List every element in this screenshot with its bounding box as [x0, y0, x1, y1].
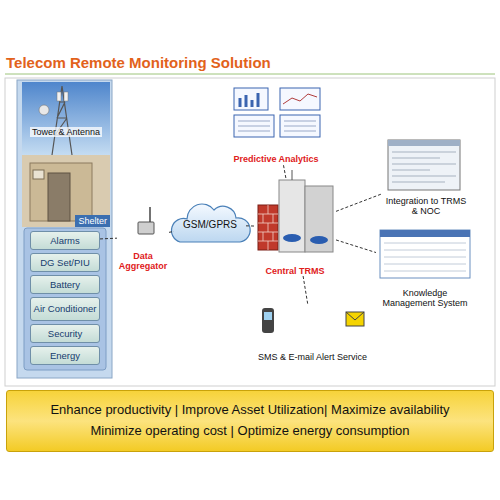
node-label: Central TRMS [265, 266, 324, 276]
node-label: Shelter [75, 215, 110, 227]
line-chart [283, 94, 317, 104]
aggregator-device [138, 222, 154, 234]
node-label: Air Conditioner [34, 304, 97, 314]
network-cloud: GSM/GPRS [174, 198, 246, 252]
node-label: Alarms [50, 236, 80, 246]
node-label: Knowledge Management System [376, 288, 474, 308]
title-rule [5, 74, 495, 75]
server-antenna [292, 170, 293, 180]
antenna-panel [57, 92, 61, 101]
dashed-link [100, 238, 117, 240]
alert-node: SMS & E-mail Alert Service [250, 304, 375, 362]
firewall-bricks [258, 205, 278, 250]
node-label: Battery [50, 280, 80, 290]
envelope-flap [346, 312, 364, 320]
shelter-vent [33, 170, 44, 179]
tower-lattice [52, 86, 72, 155]
dashed-link [246, 225, 254, 226]
diagram-frame [5, 78, 495, 386]
node-label: Security [48, 329, 82, 339]
dashed-link [303, 276, 308, 304]
envelope-icon [346, 312, 364, 326]
screen-node: Integration to TRMS & NOC [382, 138, 470, 216]
window-titlebar [388, 140, 460, 146]
firewall [258, 205, 278, 250]
table-lines [238, 121, 270, 131]
node-label: Data Aggregator [117, 251, 169, 271]
chart-thumbnail [234, 115, 274, 137]
dashed-link [336, 194, 382, 212]
status-button: Battery [30, 275, 100, 294]
photo-box: Shelter [22, 155, 110, 227]
chart-thumbnail [234, 88, 268, 110]
node-label: DG Set/PIU [40, 258, 90, 268]
node-label: Minimize operating cost | Optimize energ… [90, 424, 409, 439]
photo-box: Tower & Antenna [22, 82, 110, 155]
chart-thumbnail [280, 115, 320, 137]
network-cloud-shape [171, 204, 250, 242]
dashed-link [336, 240, 376, 253]
benefit-band: Enhance productivity | Improve Asset Uti… [6, 390, 494, 452]
status-button: Alarms [30, 231, 100, 250]
server-tower [279, 180, 305, 252]
phone-icon [262, 308, 274, 333]
node-label: Integration to TRMS & NOC [382, 196, 470, 216]
dish-antenna [39, 105, 49, 115]
device-node: Data Aggregator [117, 203, 169, 271]
node-label: Predictive Analytics [233, 154, 318, 164]
aggregator-antenna [149, 207, 151, 222]
status-button: Air Conditioner [30, 297, 100, 321]
status-button: Energy [30, 346, 100, 365]
tower-photo [22, 82, 110, 155]
status-button: DG Set/PIU [30, 253, 100, 272]
shelter-wall [30, 163, 92, 221]
screen-lines [384, 243, 466, 271]
dashed-link [169, 231, 174, 233]
shelter-photo [22, 155, 110, 227]
screen-lines [392, 152, 456, 182]
bar-chart [240, 93, 258, 107]
screen-node: Knowledge Management System [376, 228, 474, 308]
node-label: Energy [50, 351, 80, 361]
server-tower [305, 186, 333, 252]
database-disk [283, 234, 301, 242]
database-disk [310, 236, 328, 244]
phone-screen [264, 312, 272, 320]
dashed-link [283, 164, 286, 178]
button-panel [24, 228, 106, 370]
antenna-panel [64, 92, 68, 101]
node-label: SMS & E-mail Alert Service [258, 352, 367, 362]
screen-thumbnail [388, 140, 460, 190]
node-label: Enhance productivity | Improve Asset Uti… [50, 403, 449, 418]
table-lines [284, 121, 316, 131]
window-titlebar [380, 230, 470, 237]
diagram-title: Telecom Remote Monitoring Solution [6, 54, 271, 71]
node-label: GSM/GPRS [183, 219, 237, 230]
status-button: Security [30, 324, 100, 343]
server-node: Central TRMS [254, 178, 336, 276]
node-label: Tower & Antenna [30, 127, 102, 137]
shelter-door [48, 173, 70, 221]
site-panel [17, 80, 112, 378]
screen-thumbnail [380, 230, 470, 278]
analytics-node: Predictive Analytics [228, 86, 324, 164]
chart-thumbnail [280, 88, 320, 110]
